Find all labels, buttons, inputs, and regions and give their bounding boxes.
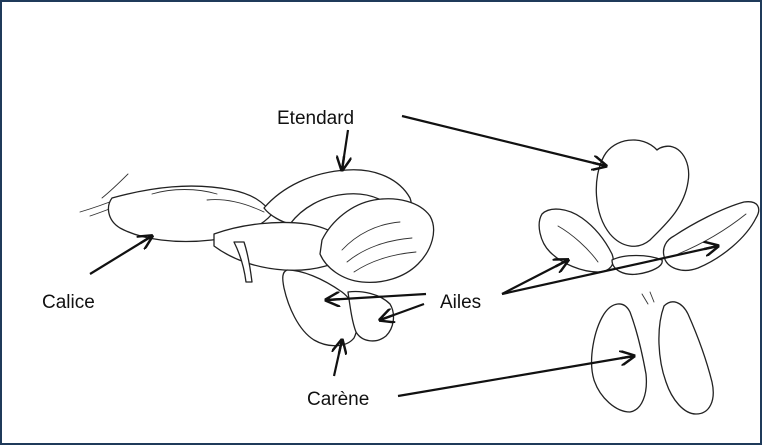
arrow-etendard-side [342,130,348,170]
arrow-etendard-front [402,116,606,166]
keel-twist [320,199,434,283]
standard-petal-front [596,140,688,246]
label-ailes: Ailes [440,292,481,313]
flower-dissected-view [539,140,759,414]
right-keel-petal [659,302,713,414]
keel-lobe-large [283,270,357,346]
label-etendard: Etendard [277,108,354,129]
arrow-ailes-front-left [502,260,568,294]
label-carene: Carène [307,389,369,410]
right-wing-petal [663,202,758,271]
label-calice: Calice [42,292,95,313]
arrow-calice [90,236,152,274]
